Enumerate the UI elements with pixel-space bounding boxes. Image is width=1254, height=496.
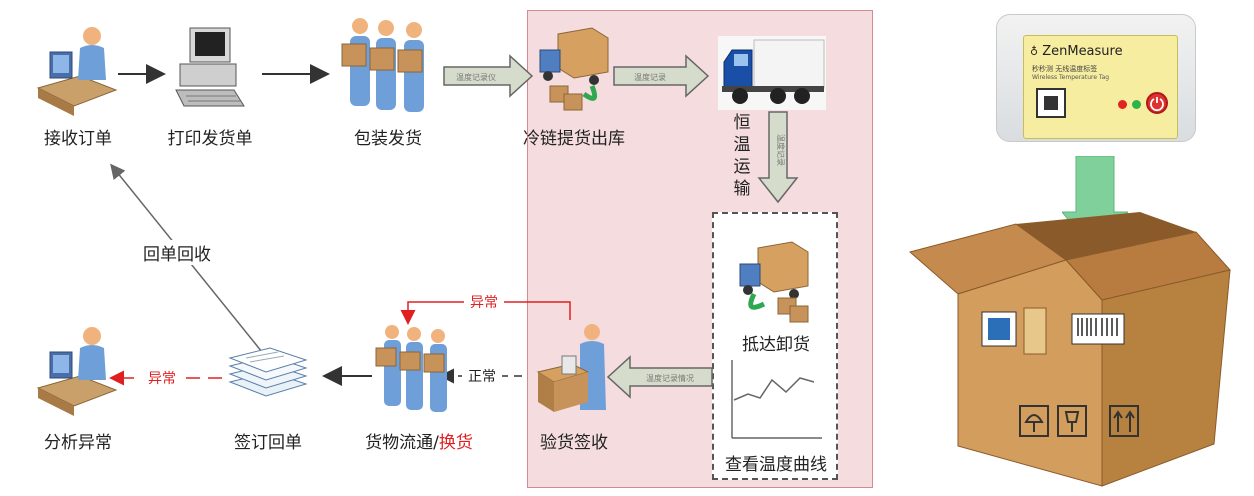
svg-text:温度记录仪: 温度记录仪 bbox=[456, 72, 496, 82]
svg-text:温度记录: 温度记录 bbox=[776, 134, 786, 166]
label-goods-flow-text: 货物流通/ bbox=[365, 433, 439, 453]
person-at-desk-icon bbox=[30, 22, 118, 118]
label-view-temp-curve: 查看温度曲线 bbox=[725, 455, 827, 475]
documents-stack-icon bbox=[226, 344, 310, 410]
big-arrow-coldchain-to-truck: 温度记录 bbox=[613, 54, 710, 98]
label-analyze-exception: 分析异常 bbox=[44, 433, 112, 453]
temperature-tag-device: ♁ ZenMeasure 秒秒测 无线温度标签 Wireless Tempera… bbox=[996, 14, 1196, 142]
goods-circulation-icon bbox=[370, 322, 460, 418]
label-print-invoice: 打印发货单 bbox=[167, 129, 253, 149]
tag-brand-text: ZenMeasure bbox=[1042, 44, 1123, 59]
tag-brand: ♁ ZenMeasure bbox=[1030, 44, 1123, 59]
barcode-icon bbox=[1071, 313, 1125, 345]
svg-text:温度记录情况: 温度记录情况 bbox=[646, 373, 694, 383]
fragile-glass-icon bbox=[1057, 405, 1087, 437]
label-transport-char: 温 bbox=[733, 135, 751, 155]
label-normal: 正常 bbox=[462, 366, 502, 386]
inspect-goods-icon bbox=[532, 320, 614, 416]
red-led-icon bbox=[1118, 100, 1127, 109]
truck-icon bbox=[718, 36, 826, 110]
analyst-at-desk-icon bbox=[30, 322, 118, 418]
umbrella-icon bbox=[1019, 405, 1049, 437]
green-led-icon bbox=[1132, 100, 1141, 109]
label-arrive-unload: 抵达卸货 bbox=[742, 335, 810, 355]
temperature-curve-chart bbox=[731, 360, 822, 439]
computer-icon bbox=[170, 24, 250, 114]
label-transport-char: 运 bbox=[733, 157, 751, 177]
svg-text:温度记录: 温度记录 bbox=[634, 72, 666, 82]
qr-code-icon bbox=[1036, 88, 1066, 118]
tag-label: ♁ ZenMeasure 秒秒测 无线温度标签 Wireless Tempera… bbox=[1023, 35, 1178, 139]
workers-with-boxes-icon bbox=[334, 14, 438, 120]
label-receive-order: 接收订单 bbox=[44, 129, 112, 149]
label-exception-left: 异常 bbox=[142, 368, 182, 388]
label-cold-chain-pickup: 冷链提货出库 bbox=[523, 129, 625, 149]
cold-chain-pickup-icon bbox=[534, 20, 614, 116]
big-arrow-truck-down: 温度记录 bbox=[757, 111, 799, 204]
label-transport-char: 恒 bbox=[733, 113, 751, 133]
big-arrow-arrival-to-inspect: 温度记录情况 bbox=[606, 355, 713, 399]
tag-title-cn: 秒秒测 无线温度标签 bbox=[1032, 65, 1098, 73]
unloading-truck-icon bbox=[734, 234, 814, 326]
tag-title-en: Wireless Temperature Tag bbox=[1032, 74, 1110, 81]
label-transport-char: 输 bbox=[733, 179, 751, 199]
brand-logo-icon: ♁ bbox=[1030, 45, 1039, 58]
label-exchange-text: 换货 bbox=[438, 433, 473, 453]
label-pack-ship: 包装发货 bbox=[354, 129, 422, 149]
cardboard-box-icon bbox=[908, 212, 1231, 487]
label-goods-flow: 货物流通/换货 bbox=[354, 428, 484, 453]
label-sign-return-receipt: 签订回单 bbox=[234, 433, 302, 453]
power-button-icon bbox=[1146, 92, 1168, 114]
label-inspect-sign: 验货签收 bbox=[540, 433, 608, 453]
big-arrow-pack-to-coldchain: 温度记录仪 bbox=[443, 54, 534, 98]
label-exception-top: 异常 bbox=[464, 292, 504, 312]
this-side-up-icon bbox=[1109, 405, 1139, 437]
label-return-receipt: 回单回收 bbox=[132, 240, 222, 265]
